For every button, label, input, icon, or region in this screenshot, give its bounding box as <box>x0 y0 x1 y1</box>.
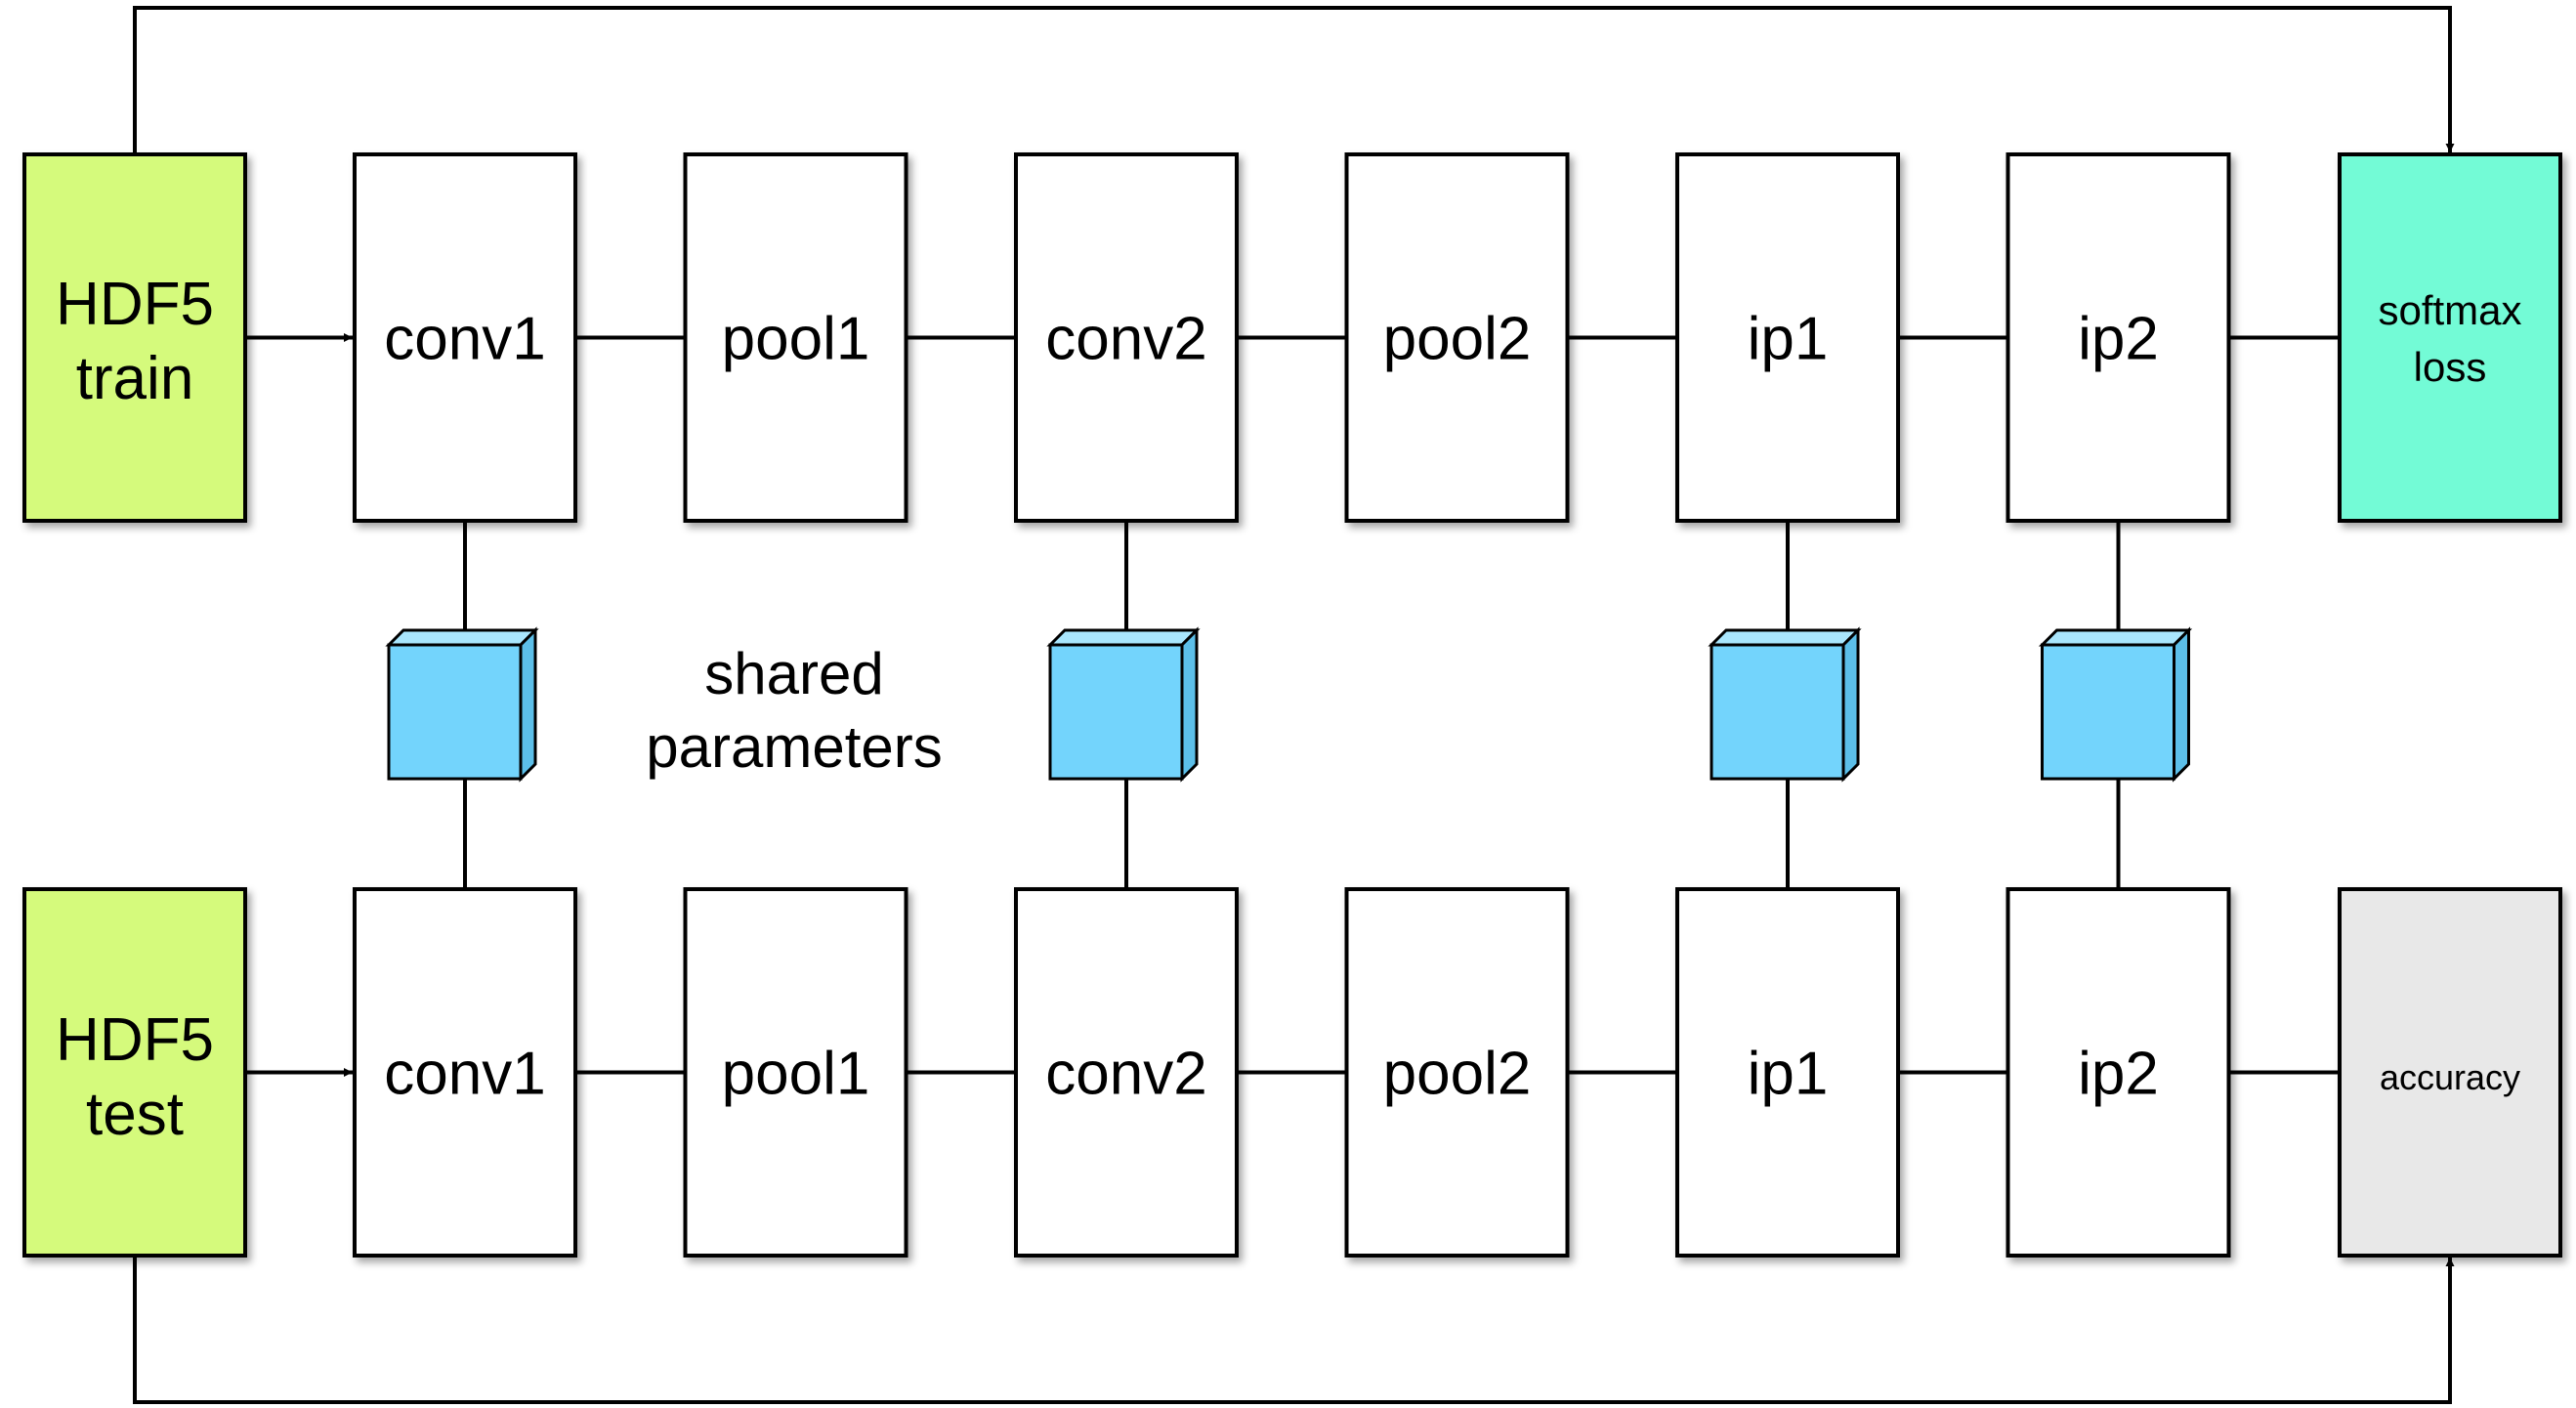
test-layer-ip2-label: ip2 <box>2078 1041 2159 1108</box>
test-data-label-line1: HDF5 <box>56 1006 214 1074</box>
param-cube-front <box>387 643 523 781</box>
test-data-label-line2: test <box>86 1081 184 1148</box>
shared-parameters-note-line1: shared <box>704 641 883 706</box>
param-cube-ip2 <box>2038 626 2193 783</box>
test-layer-pool2-label: pool2 <box>1383 1041 1532 1108</box>
shared-parameters: shared parameters <box>385 626 2193 783</box>
train-layer-pool1-label: pool1 <box>722 306 870 373</box>
test-layer-ip2-box <box>2006 887 2231 1258</box>
test-data-layer-box <box>22 887 247 1258</box>
param-cube-front <box>1048 643 1184 781</box>
train-layer-ip2-label: ip2 <box>2078 306 2159 373</box>
train-layer-conv2-box <box>1014 152 1239 523</box>
test-layer-pool1-box <box>683 887 908 1258</box>
param-cube-conv1 <box>385 626 539 783</box>
train-data-label-line2: train <box>76 345 194 412</box>
test-layer-conv2-label: conv2 <box>1045 1041 1206 1108</box>
test-layer-pool2-box <box>1344 887 1570 1258</box>
param-cube-front <box>1710 643 1845 781</box>
param-cube-top <box>385 628 539 647</box>
train-network: HDF5 train conv1 pool1 conv2 pool2 ip1 ip2 so… <box>22 152 2562 523</box>
param-cube-side <box>1180 626 1199 783</box>
param-cube-front <box>2041 643 2175 781</box>
softmax-loss-label-line2: loss <box>2414 344 2487 390</box>
train-layer-conv1-label: conv1 <box>384 306 545 373</box>
test-layer-ip1-box <box>1675 887 1900 1258</box>
train-data-to-loss-arrow <box>133 6 2455 154</box>
train-layer-pool1-box <box>683 152 908 523</box>
train-layer-ip2-box <box>2006 152 2231 523</box>
test-layer-ip1-label: ip1 <box>1748 1041 1829 1108</box>
train-layer-pool2-box <box>1344 152 1570 523</box>
softmax-loss-label-line1: softmax <box>2378 287 2521 333</box>
train-layer-conv1-box <box>353 152 577 523</box>
train-data-label-line1: HDF5 <box>56 271 214 338</box>
train-layer-group: conv1 pool1 conv2 pool2 ip1 ip2 <box>353 152 2231 523</box>
train-layer-conv2-label: conv2 <box>1045 306 1206 373</box>
accuracy-label: accuracy <box>2380 1057 2520 1097</box>
param-cube-ip1 <box>1708 626 1862 783</box>
train-layer-pool2-label: pool2 <box>1383 306 1532 373</box>
accuracy-layer-box <box>2338 887 2562 1258</box>
test-data-to-accuracy-arrow <box>133 1256 2455 1404</box>
param-cube-top <box>2038 628 2193 647</box>
shared-parameters-note-line2: parameters <box>646 714 942 780</box>
train-layer-ip1-label: ip1 <box>1748 306 1829 373</box>
test-layer-pool1-label: pool1 <box>722 1041 870 1108</box>
test-layer-conv1-label: conv1 <box>384 1041 545 1108</box>
test-layer-conv1-box <box>353 887 577 1258</box>
train-layer-ip1-box <box>1675 152 1900 523</box>
param-cube-side <box>519 626 537 783</box>
param-cube-top <box>1046 628 1201 647</box>
param-cube-conv2 <box>1046 626 1201 783</box>
param-cube-top <box>1708 628 1862 647</box>
softmax-loss-layer-box <box>2338 152 2562 523</box>
test-layer-group: conv1 pool1 conv2 pool2 ip1 ip2 <box>353 887 2231 1258</box>
test-layer-conv2-box <box>1014 887 1239 1258</box>
test-network: HDF5 test conv1 pool1 conv2 pool2 ip1 ip2 acc… <box>22 887 2562 1258</box>
train-data-layer-box <box>22 152 247 523</box>
param-cube-side <box>2173 626 2190 783</box>
param-cube-side <box>1841 626 1860 783</box>
parameter-cube-group <box>385 626 2193 783</box>
